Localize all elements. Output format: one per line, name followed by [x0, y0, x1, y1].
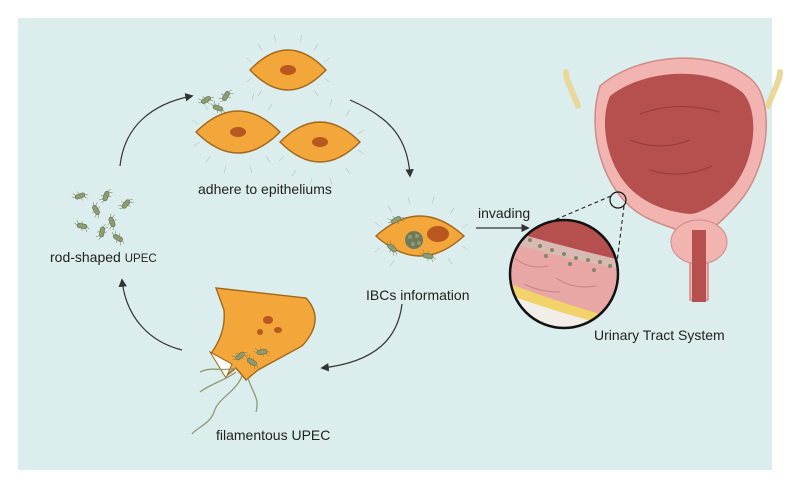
filamentous-cell — [191, 287, 316, 435]
cycle-arrows — [118, 93, 530, 372]
ibc-cell — [373, 196, 469, 267]
epithelial-cell-left — [195, 110, 281, 154]
arrow-adhere-to-ibcs — [349, 99, 414, 178]
epithelial-cells-group — [195, 49, 361, 163]
epithelial-cell-right — [279, 121, 361, 163]
arrow-rod-to-adhere — [119, 93, 194, 167]
label-urinary-tract-system: Urinary Tract System — [594, 327, 725, 343]
adhering-bacteria — [196, 86, 235, 116]
label-filamentous-upec: filamentous UPEC — [216, 427, 330, 443]
label-adhere-to-epitheliums: adhere to epitheliums — [198, 181, 332, 197]
arrow-ibcs-to-filamentous — [320, 303, 403, 372]
bladder-illustration — [563, 57, 783, 302]
filaments — [191, 367, 258, 435]
arrow-filamentous-to-rod — [118, 278, 183, 351]
label-ibcs-information: IBCs information — [366, 287, 469, 303]
rod-shaped-upec-cluster — [70, 186, 136, 247]
label-rod-shaped-text: rod-shaped — [50, 249, 125, 265]
epithelial-cell-top — [249, 49, 327, 91]
bladder-wall-zoom-inset — [508, 218, 620, 330]
label-invading: invading — [478, 205, 530, 221]
label-rod-shaped-upec: rod-shaped UPEC — [50, 249, 157, 265]
cell-cilia — [191, 34, 365, 186]
zoom-source-circle — [609, 191, 627, 209]
label-rod-shaped-upec-suffix: UPEC — [125, 253, 157, 265]
